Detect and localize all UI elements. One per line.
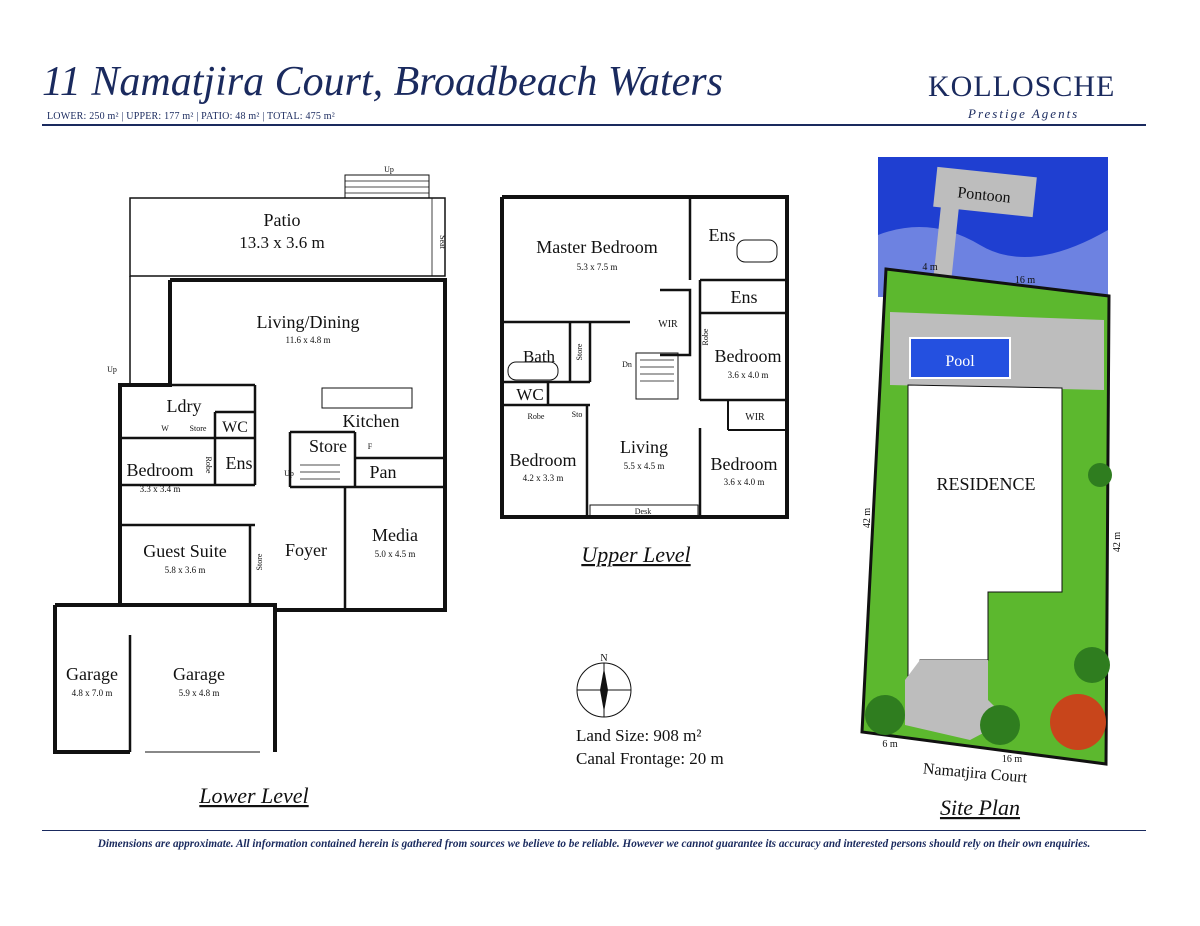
residence-label: RESIDENCE <box>937 474 1036 494</box>
robe-label: Robe <box>204 457 213 474</box>
stair-up-label: Up <box>107 365 117 374</box>
room-bedroom-upper-right: Bedroom <box>715 346 782 366</box>
room-living-upper: Living <box>620 437 668 457</box>
room-ensuite-master: Ens <box>709 225 736 245</box>
room-living-upper-dims: 5.5 x 4.5 m <box>624 461 665 471</box>
room-bedroom-upper-left-dims: 4.2 x 3.3 m <box>523 473 564 483</box>
room-bedroom-upper-right-dims: 3.6 x 4.0 m <box>728 370 769 380</box>
room-master-bedroom-dims: 5.3 x 7.5 m <box>577 262 618 272</box>
lower-level-plan <box>53 174 447 754</box>
agency-logo: KOLLOSCHE <box>928 70 1116 103</box>
land-size: Land Size: 908 m² <box>576 726 702 745</box>
dim-right-boundary: 42 m <box>1112 532 1123 553</box>
stair-up-label: Up <box>284 469 294 478</box>
robe-label-upper: Robe <box>701 328 710 345</box>
dim-left-boundary: 42 m <box>862 508 873 529</box>
stair-down-label: Dn <box>622 360 632 369</box>
room-guest-suite-dims: 5.8 x 3.6 m <box>165 565 206 575</box>
canal-frontage: Canal Frontage: 20 m <box>576 749 724 768</box>
store-label: Store <box>190 424 207 433</box>
room-laundry: Ldry <box>167 396 202 416</box>
room-garage-2-dims: 5.9 x 4.8 m <box>179 688 220 698</box>
lower-level-caption: Lower Level <box>198 783 308 808</box>
room-living-dining: Living/Dining <box>257 312 360 332</box>
room-garage-1-dims: 4.8 x 7.0 m <box>72 688 113 698</box>
upper-level-caption: Upper Level <box>581 542 690 567</box>
dim-front-boundary: 16 m <box>1002 754 1023 765</box>
property-title: 11 Namatjira Court, Broadbeach Waters <box>42 59 723 105</box>
room-bedroom-lower-dims: 3.3 x 3.4 m <box>140 484 181 494</box>
room-bath: Bath <box>523 347 556 366</box>
dim-pontoon-offset: 4 m <box>922 262 938 273</box>
agency-tagline: Prestige Agents <box>968 106 1080 121</box>
room-wc-upper: WC <box>516 385 543 404</box>
room-store: Store <box>309 436 347 456</box>
room-patio: Patio <box>263 210 300 230</box>
swimming-pool <box>909 337 1011 379</box>
upper-level-plan <box>500 195 789 519</box>
room-bedroom-upper-bottom: Bedroom <box>711 454 778 474</box>
robe-label-upper: Robe <box>528 412 545 421</box>
room-guest-suite: Guest Suite <box>143 541 227 561</box>
room-bedroom-upper-left: Bedroom <box>510 450 577 470</box>
room-foyer: Foyer <box>285 540 327 560</box>
room-master-bedroom: Master Bedroom <box>536 237 657 257</box>
room-media-dims: 5.0 x 4.5 m <box>375 549 416 559</box>
dim-front-left: 6 m <box>882 739 898 750</box>
room-pantry: Pan <box>370 462 397 482</box>
room-garage-2: Garage <box>173 664 225 684</box>
seat-label: Seat <box>438 235 447 250</box>
room-media: Media <box>372 525 418 545</box>
store-label-upper: Store <box>575 343 584 360</box>
floor-areas: LOWER: 250 m² | UPPER: 177 m² | PATIO: 4… <box>47 111 335 122</box>
dim-rear-boundary: 16 m <box>1015 275 1036 286</box>
pontoon-label: Pontoon <box>957 184 1012 206</box>
room-wir-master: WIR <box>658 319 678 330</box>
compass-icon <box>576 662 632 718</box>
pontoon <box>933 166 1037 218</box>
site-plan-caption: Site Plan <box>940 795 1020 820</box>
desk-label: Desk <box>635 507 651 516</box>
pool-label: Pool <box>945 353 975 370</box>
room-ensuite-lower: Ens <box>226 453 253 473</box>
disclaimer: Dimensions are approximate. All informat… <box>97 838 1091 850</box>
room-bedroom-upper-bottom-dims: 3.6 x 4.0 m <box>724 477 765 487</box>
footer-divider <box>42 830 1146 831</box>
store-label-sto: Sto <box>572 410 583 419</box>
room-wc: WC <box>222 419 248 436</box>
room-wir-bedroom: WIR <box>745 412 765 423</box>
compass-north: N <box>600 653 607 664</box>
room-living-dining-dims: 11.6 x 4.8 m <box>286 335 331 345</box>
room-kitchen: Kitchen <box>343 411 400 431</box>
room-bedroom-lower: Bedroom <box>127 460 194 480</box>
store-label: Store <box>255 553 264 570</box>
header-divider <box>42 124 1146 126</box>
room-garage-1: Garage <box>66 664 118 684</box>
fridge-label: F <box>368 442 373 451</box>
washer-label: W <box>161 424 169 433</box>
site-plan <box>860 157 1112 766</box>
room-ensuite-bed2: Ens <box>731 287 758 307</box>
stair-up-label: Up <box>384 165 394 174</box>
room-patio-dims: 13.3 x 3.6 m <box>239 233 324 252</box>
